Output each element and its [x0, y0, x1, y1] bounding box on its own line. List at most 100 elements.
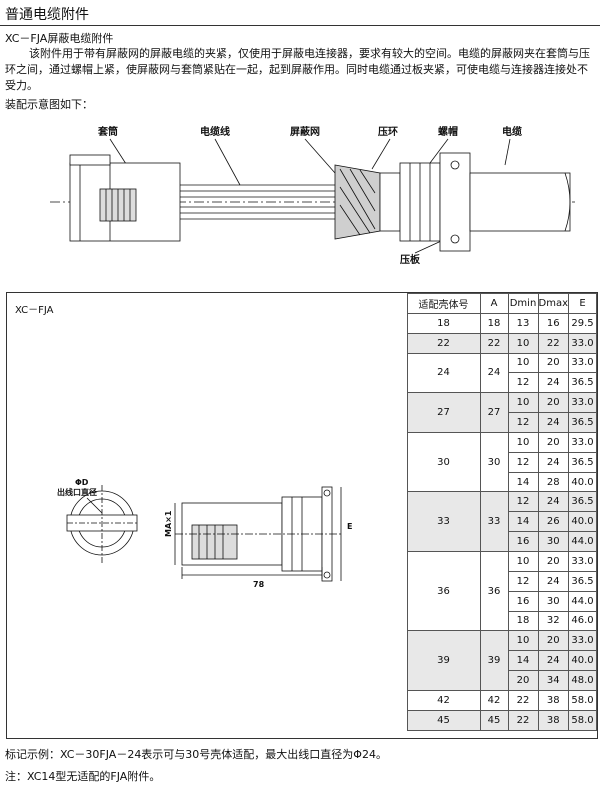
label-length: 78: [253, 580, 265, 589]
cell-dmax: 24: [537, 412, 569, 433]
assembly-caption: 装配示意图如下：: [5, 98, 93, 111]
cell-e: 58.0: [568, 709, 597, 731]
cell-e: 48.0: [568, 670, 597, 691]
cell-dmin: 10: [507, 392, 539, 414]
cell-a: 24: [479, 352, 509, 394]
cell-a: 22: [479, 332, 509, 354]
cell-dmin: 22: [507, 709, 539, 731]
cell-dmax: 38: [537, 709, 569, 731]
cell-e: 36.5: [568, 570, 597, 592]
label-cable: 电缆: [502, 125, 522, 138]
label-shield: 屏蔽网: [289, 125, 320, 138]
cell-shell: 27: [406, 392, 481, 433]
cell-shell: 36: [406, 550, 481, 632]
cell-dmin: 22: [507, 689, 539, 711]
col-dmax: Dmax: [537, 293, 569, 314]
cell-e: 33.0: [568, 352, 597, 374]
cell-shell: 42: [406, 689, 481, 711]
cell-a: 36: [479, 550, 509, 632]
label-amax: MA×1: [164, 510, 173, 537]
cell-dmin: 13: [507, 312, 539, 334]
cell-shell: 24: [406, 352, 481, 394]
cell-dmax: 24: [537, 451, 569, 473]
assembly-diagram: 套筒 电缆线 屏蔽网 压环 螺帽 电缆 压板: [50, 125, 575, 266]
cell-dmax: 22: [537, 332, 569, 354]
cell-dmin: 10: [507, 431, 539, 453]
cell-dmin: 16: [507, 531, 539, 552]
subtitle: XC－FJA屏蔽电缆附件: [5, 32, 114, 45]
note: 注：XC14型无适配的FJA附件。: [5, 770, 161, 783]
cell-e: 33.0: [568, 550, 597, 572]
cell-a: 18: [479, 312, 509, 334]
label-outlet: 出线口直径: [57, 487, 97, 497]
cell-dmin: 20: [507, 670, 539, 691]
cell-e: 44.0: [568, 590, 597, 612]
page-title: 普通电缆附件: [5, 7, 89, 23]
cell-dmax: 34: [537, 670, 569, 691]
cell-shell: 45: [406, 709, 481, 731]
label-plate: 压板: [400, 253, 421, 266]
cell-dmin: 10: [507, 550, 539, 572]
cell-a: 39: [479, 630, 509, 691]
cell-dmin: 14: [507, 511, 539, 533]
cell-dmax: 20: [537, 630, 569, 652]
cell-dmax: 30: [537, 531, 569, 552]
cell-dmax: 24: [537, 491, 569, 513]
cell-e: 40.0: [568, 471, 597, 493]
table-header-row: 适配壳体号 A Dmin Dmax E: [406, 293, 597, 314]
cell-dmin: 10: [507, 332, 539, 354]
cell-dmin: 12: [507, 451, 539, 473]
cell-dmax: 24: [537, 372, 569, 394]
cell-e: 40.0: [568, 650, 597, 672]
marking-example: 标记示例：XC－30FJA－24表示可与30号壳体适配，最大出线口直径为Φ24。: [5, 748, 387, 761]
cell-dmin: 18: [507, 610, 539, 632]
cell-a: 30: [479, 431, 509, 493]
col-shell: 适配壳体号: [406, 293, 481, 314]
description: 该附件用于带有屏蔽网的屏蔽电缆的夹紧，仅使用于屏蔽电连接器，要求有较大的空间。电…: [5, 47, 590, 92]
cell-dmax: 24: [537, 570, 569, 592]
cell-e: 29.5: [568, 312, 597, 334]
cell-shell: 22: [406, 332, 481, 354]
cell-dmax: 26: [537, 511, 569, 533]
col-e: E: [568, 293, 597, 314]
cell-e: 58.0: [568, 689, 597, 711]
cell-e: 40.0: [568, 511, 597, 533]
cell-dmax: 30: [537, 590, 569, 612]
cell-dmin: 10: [507, 352, 539, 374]
cell-a: 27: [479, 392, 509, 433]
label-sleeve: 套筒: [97, 125, 118, 138]
cell-e: 36.5: [568, 491, 597, 513]
col-dmin: Dmin: [507, 293, 539, 314]
col-a: A: [479, 293, 509, 314]
cell-e: 36.5: [568, 412, 597, 433]
cell-e: 36.5: [568, 451, 597, 473]
cell-dmin: 14: [507, 650, 539, 672]
cell-dmin: 12: [507, 570, 539, 592]
label-e: E: [347, 522, 352, 531]
cell-shell: 30: [406, 431, 481, 493]
cell-e: 33.0: [568, 332, 597, 354]
cell-dmax: 20: [537, 550, 569, 572]
title-rule: [0, 25, 600, 26]
cell-dmax: 28: [537, 471, 569, 493]
cell-dmax: 20: [537, 352, 569, 374]
cell-shell: 18: [406, 312, 481, 334]
cell-dmin: 14: [507, 471, 539, 493]
cell-dmax: 38: [537, 689, 569, 711]
cell-dmin: 12: [507, 412, 539, 433]
cell-dmin: 12: [507, 372, 539, 394]
